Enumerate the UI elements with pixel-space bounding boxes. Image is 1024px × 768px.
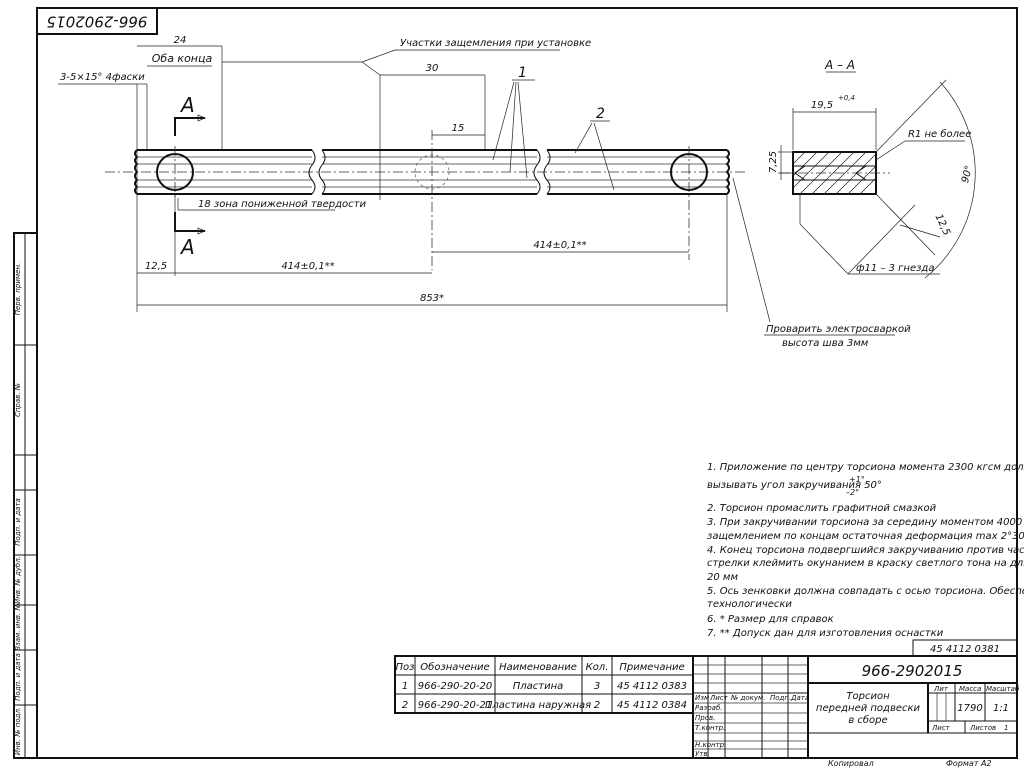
dim-853: 853* — [420, 293, 444, 304]
spec-r1-name: Пластина — [513, 681, 564, 692]
spec-r1-pos: 1 — [402, 681, 408, 692]
soft-zone-note: 18 зона пониженной твердости — [198, 199, 366, 210]
scale-value: 1:1 — [993, 703, 1009, 714]
both-ends-label: Оба конца — [152, 52, 213, 65]
left-strip-label-3: Подп. и дата — [14, 498, 22, 546]
spec-r1-note: 45 4112 0383 — [617, 681, 687, 692]
spec-r1-qty: 3 — [594, 681, 600, 692]
format-label: Формат А2 — [946, 759, 992, 768]
role-developer: Разраб. — [695, 704, 723, 712]
dim-30: 30 — [426, 63, 439, 74]
scale-label: Масштаб — [986, 685, 1020, 693]
title-block: Изм Лист № докум. Подп. Дата Разраб. Про… — [692, 655, 1020, 759]
mass-value: 1790 — [957, 703, 982, 714]
title-designation: 966-2902015 — [862, 662, 963, 680]
note-line-10: технологически — [707, 599, 792, 610]
note-line-2: вызывать угол закручивания 50° — [707, 480, 882, 491]
rev-header-list: Лист — [709, 694, 729, 702]
left-strip-label-2: Справ. № — [14, 383, 22, 417]
spec-header-qty: Кол. — [586, 662, 609, 673]
radius-note: R1 не более — [908, 128, 971, 140]
note-line-1: 1. Приложение по центру торсиона момента… — [707, 462, 1024, 473]
spec-r2-designation: 966-290-20-21 — [418, 700, 492, 711]
spec-r2-note: 45 4112 0384 — [617, 700, 687, 711]
clamp-areas-label: Участки защемления при установке — [400, 38, 591, 49]
rev-header-sign: Подп. — [770, 694, 791, 702]
spec-header-name: Наименование — [499, 662, 577, 673]
dim-24: 24 — [174, 35, 187, 46]
role-approved: Утв. — [695, 750, 710, 758]
section-width-dim: 19,5 — [811, 100, 833, 111]
top-stamp-code: 966-2902015 — [47, 13, 148, 31]
section-title: А – А — [824, 58, 855, 72]
spec-r2-pos: 2 — [402, 700, 408, 711]
rev-header-izm: Изм — [695, 694, 710, 702]
role-tcontrol: Т.контр. — [695, 724, 725, 732]
spec-header-designation: Обозначение — [420, 661, 489, 673]
dim-414-left: 414±0,1** — [281, 261, 334, 272]
left-strip-label-1: Перв. примен. — [14, 263, 22, 316]
chamfer-note: 3-5×15° 4фаски — [60, 72, 145, 83]
sheet-label: Лист — [931, 724, 951, 732]
mass-label: Масса — [959, 685, 981, 693]
section-width-tol: +0,4 — [838, 94, 855, 102]
bar-middle-segment — [318, 149, 541, 195]
code-above-title: 45 4112 0381 — [930, 644, 1000, 655]
note-line-7: стрелки клеймить окунанием в краску свет… — [707, 558, 1024, 569]
sheets-label: Листов — [969, 724, 996, 732]
left-strip-label-5: Взам. инв. № — [14, 603, 22, 651]
title-name-3: в сборе — [848, 714, 887, 726]
note-line-8: 20 мм — [707, 572, 738, 583]
note-line-11: 6. * Размер для справок — [707, 614, 834, 625]
spec-r2-qty: 2 — [594, 700, 600, 711]
top-stamp: 966-2902015 — [36, 7, 158, 35]
lit-label: Лит — [933, 685, 949, 693]
section-a-a: А – А 19,5 +0,4 7,25 R1 не б — [768, 58, 976, 279]
dim-414-right: 414±0,1** — [533, 240, 586, 251]
left-strip-label-6: Подп. и дата — [14, 653, 22, 701]
note-line-3: 2. Торсион промаслить графитной смазкой — [707, 503, 937, 514]
outer-frame — [36, 7, 1018, 759]
angle-90: 90° — [960, 164, 975, 184]
section-marker-top: A — [179, 93, 195, 117]
left-strip-label-7: Инв. № подл. — [14, 707, 22, 755]
left-strip-label-4: Инв. № дубл. — [14, 556, 22, 604]
section-marker-bottom: A — [179, 235, 195, 259]
technical-notes: 1. Приложение по центру торсиона момента… — [707, 462, 1024, 639]
section-dim-12-5: 12,5 — [933, 213, 952, 238]
spec-header-note: Примечание — [619, 662, 684, 673]
copied-label: Копировал — [828, 759, 874, 768]
torsion-bar-view: A A 24 Оба конца 3-5×15° 4фаски Участки … — [58, 35, 911, 349]
spec-r2-name: Пластина наружная — [485, 700, 591, 711]
note-line-12: 7. ** Допуск дан для изготовления оснаст… — [707, 628, 944, 639]
role-ncontrol: Н.контр. — [695, 741, 726, 749]
spec-table: Поз Обозначение Наименование Кол. Примеч… — [394, 655, 694, 714]
note-line-4: 3. При закручивании торсиона за середину… — [707, 517, 1024, 528]
position-2: 2 — [596, 106, 605, 122]
dim-15: 15 — [452, 123, 465, 134]
spec-header-pos: Поз — [396, 662, 415, 673]
section-height-dim: 7,25 — [768, 151, 779, 173]
holes-note: ф11 – 3 гнезда — [856, 263, 934, 274]
sheets-value: 1 — [1004, 724, 1008, 732]
rev-header-date: Дата — [790, 694, 809, 702]
spec-r1-designation: 966-290-20-20 — [418, 681, 492, 692]
note1-tol-minus: –2° — [846, 488, 859, 497]
role-checked: Пров. — [695, 714, 715, 722]
position-1: 1 — [518, 65, 527, 81]
weld-note-line1: Проварить электросваркой — [766, 324, 911, 335]
note1-tol-plus: +1° — [849, 475, 865, 484]
title-name-1: Торсион — [846, 691, 890, 702]
weld-note-line2: высота шва 3мм — [782, 338, 869, 349]
note-line-6: 4. Конец торсиона подвергшийся закручива… — [707, 545, 1024, 556]
note-line-5: защемлением по концам остаточная деформа… — [707, 531, 1024, 542]
rev-header-doc: № докум. — [730, 694, 766, 702]
dim-12-5: 12,5 — [145, 261, 167, 272]
title-name-2: передней подвески — [816, 703, 921, 714]
note-line-9: 5. Ось зенковки должна совпадать с осью … — [707, 585, 1024, 597]
left-strip: Перв. примен. Справ. № Подп. и дата Инв.… — [13, 232, 38, 759]
